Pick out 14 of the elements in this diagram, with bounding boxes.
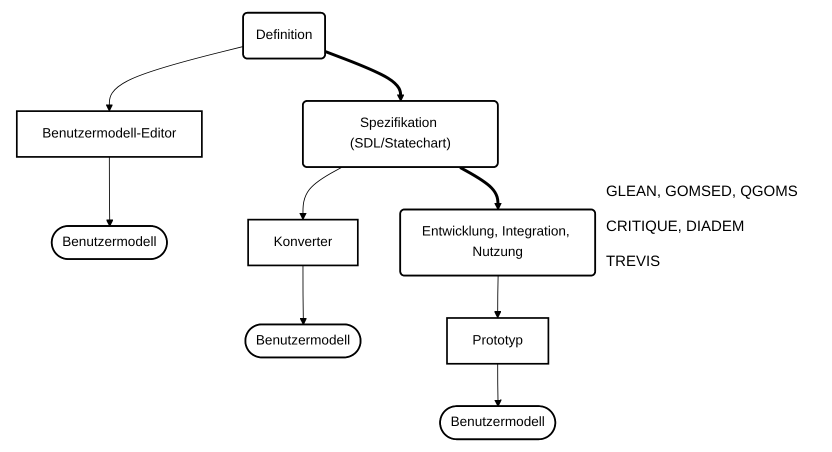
tool-list-label: GLEAN, GOMSED, QGOMS — [606, 182, 799, 200]
arrow — [300, 265, 308, 326]
tool-list-label: TREVIS — [606, 252, 662, 270]
arrow — [325, 50, 404, 102]
arrow — [494, 276, 502, 318]
node-box: Prototyp — [446, 317, 550, 365]
arrow — [106, 46, 244, 112]
arrow — [106, 156, 114, 227]
arrow — [494, 363, 502, 407]
node-box: Konverter — [247, 218, 359, 266]
arrow — [459, 166, 502, 210]
node-box: Benutzermodell-Editor — [16, 110, 203, 158]
tool-list-label: CRITIQUE, DIADEM — [606, 218, 746, 234]
arrow — [299, 167, 342, 220]
